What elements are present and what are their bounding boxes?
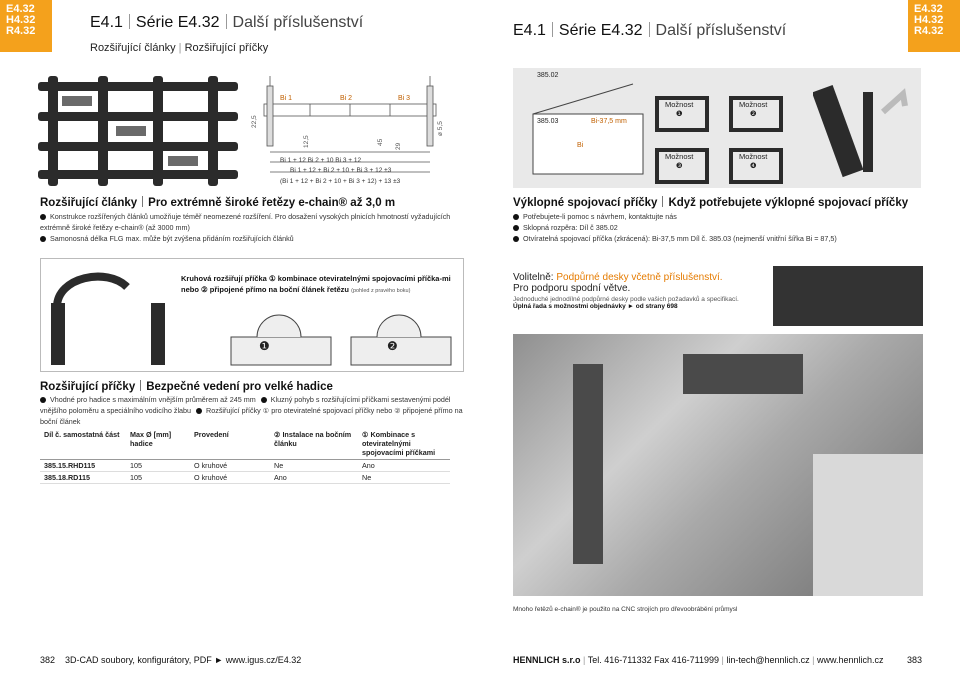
parts-table: Díl č. samostatná část Max Ø [mm] hadice…: [40, 428, 450, 484]
bi-label-2: Bi 2: [340, 95, 352, 102]
web-link[interactable]: www.hennlich.cz: [816, 655, 884, 665]
bi-label-3: Bi 3: [398, 95, 410, 102]
promo-line-4[interactable]: Úplná řada s možnostmi objednávky ► od s…: [513, 303, 678, 310]
right-sec1-body: Potřebujete-li pomoc s návrhem, kontaktu…: [513, 211, 923, 244]
svg-text:Bi 1 + 12 + Bi 2 + 10 + Bi 3 +: Bi 1 + 12 + Bi 2 + 10 + Bi 3 + 12 ±3: [290, 167, 392, 174]
option-3-frame: [655, 148, 709, 184]
option-4-frame: [729, 148, 783, 184]
left-subheader: Rozšiřující články | Rozšiřující příčky: [90, 42, 269, 54]
sec3-body: Vhodné pro hadice s maximálním vnějším p…: [40, 395, 463, 426]
bi-label-1: Bi 1: [280, 95, 292, 102]
svg-text:(Bi 1 + 12 + Bi 2 + 10 + Bi 3: (Bi 1 + 12 + Bi 2 + 10 + Bi 3 + 12) + 13…: [280, 178, 401, 185]
option-1-frame: [655, 96, 709, 132]
photo-caption: Mnoho řetězů e-chain® je použito na CNC …: [513, 606, 738, 613]
svg-text:45: 45: [377, 138, 384, 146]
option-2-frame: [729, 96, 783, 132]
extension-links-image: [38, 76, 238, 186]
round-extension-figure: Kruhová rozšiřují příčka ① kombinace ote…: [40, 258, 464, 372]
sec1-body: Konstrukce rozšířených článků umožňuje t…: [40, 212, 451, 243]
svg-text:12,5: 12,5: [303, 135, 310, 148]
svg-text:ø 5,5: ø 5,5: [437, 121, 444, 136]
table-row: 385.18.RD115 105 O kruhové Ano Ne: [40, 471, 450, 484]
dimension-drawing: Bi 1 Bi 2 Bi 3 22,5 12,5 45 29 ø 5,5 Bi …: [250, 66, 450, 191]
promo-line-2: Pro podporu spodní větve.: [513, 283, 631, 294]
table-row: 385.15.RHD115 105 O kruhové Ne Ano: [40, 459, 450, 472]
email-link[interactable]: lin-tech@hennlich.cz: [726, 655, 810, 665]
cnc-machine-photo: [513, 334, 923, 596]
svg-text:22,5: 22,5: [251, 115, 258, 128]
marker-2: ❷: [387, 339, 398, 353]
svg-text:Bi 1 + 12 Bi 2 + 10: Bi 1 + 12 Bi 2 + 10 Bi 3 + 12: [280, 157, 362, 164]
right-footer: HENNLICH s.r.o | Tel. 416-711332 Fax 416…: [513, 655, 922, 665]
website-link[interactable]: www.igus.cz/E4.32: [225, 655, 302, 665]
promo-box: Volitelně: Podpůrné desky včetně přísluš…: [513, 266, 773, 326]
figure-caption: Kruhová rozšiřují příčka ① kombinace ote…: [181, 274, 451, 294]
marker-1: ❶: [259, 339, 270, 353]
promo-line-3: Jednoduché jednodílné podpůrné desky pod…: [513, 296, 739, 303]
svg-text:29: 29: [395, 142, 402, 150]
left-footer: 382 3D-CAD soubory, konfigurátory, PDF ►…: [40, 655, 302, 665]
promo-line-1: Volitelně: Podpůrné desky včetně přísluš…: [513, 272, 723, 283]
